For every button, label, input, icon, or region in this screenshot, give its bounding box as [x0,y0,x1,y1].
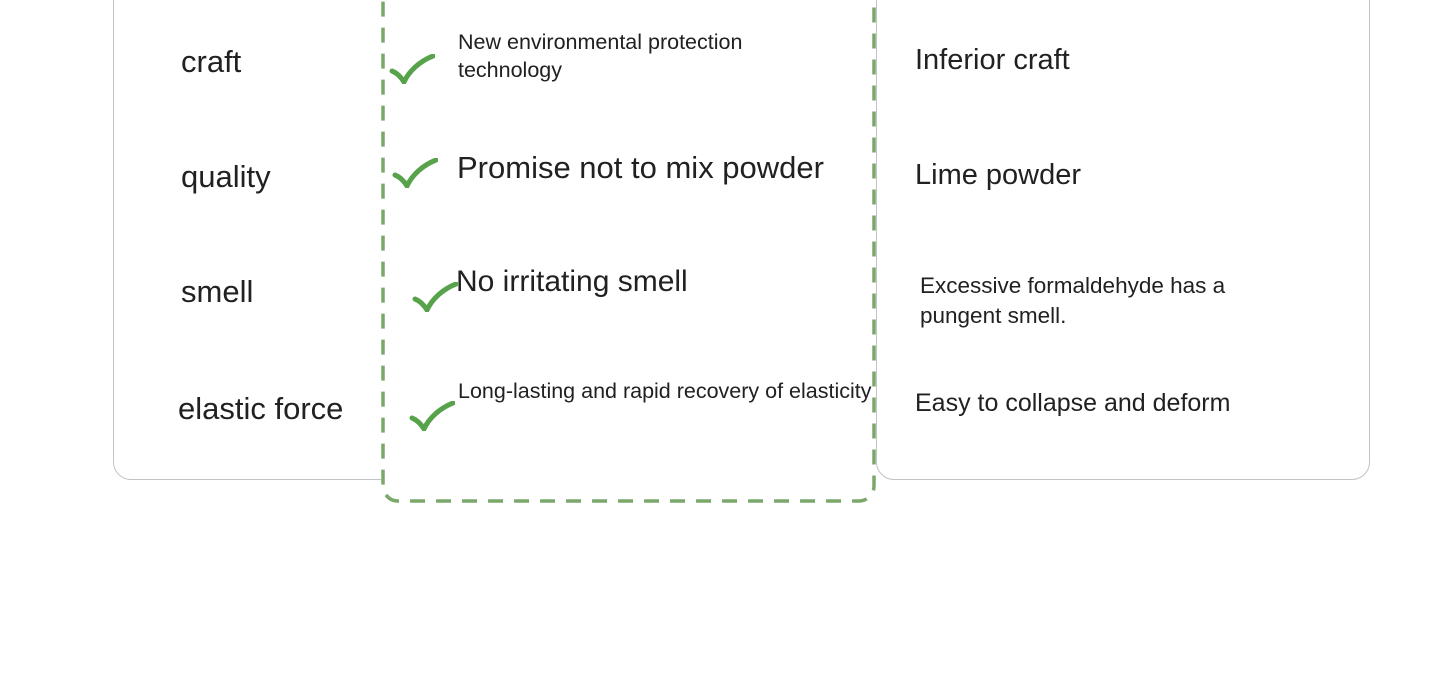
advantage-text: Promise not to mix powder [457,150,824,185]
advantage-text: No irritating smell [456,265,688,298]
inferior-text: Easy to collapse and deform [915,389,1231,417]
check-icon [392,158,438,188]
attribute-label: elastic force [178,391,344,426]
advantage-text: Long-lasting and rapid recovery of elast… [458,379,872,403]
inferior-column-card [876,0,1370,480]
attribute-column-card [113,0,432,480]
advantage-text: New environmental protection technology [458,30,743,83]
dashed-border [381,0,876,503]
inferior-text: Lime powder [915,159,1082,191]
attribute-label: quality [181,159,271,194]
inferior-text: Excessive formaldehyde has a pungent sme… [920,273,1226,329]
attribute-label: craft [181,44,242,79]
check-icon [412,282,458,312]
check-icon [409,401,455,431]
highlighted-column-panel [381,0,876,503]
check-icon [389,54,435,84]
inferior-text: Inferior craft [915,44,1070,76]
attribute-label: smell [181,274,254,309]
